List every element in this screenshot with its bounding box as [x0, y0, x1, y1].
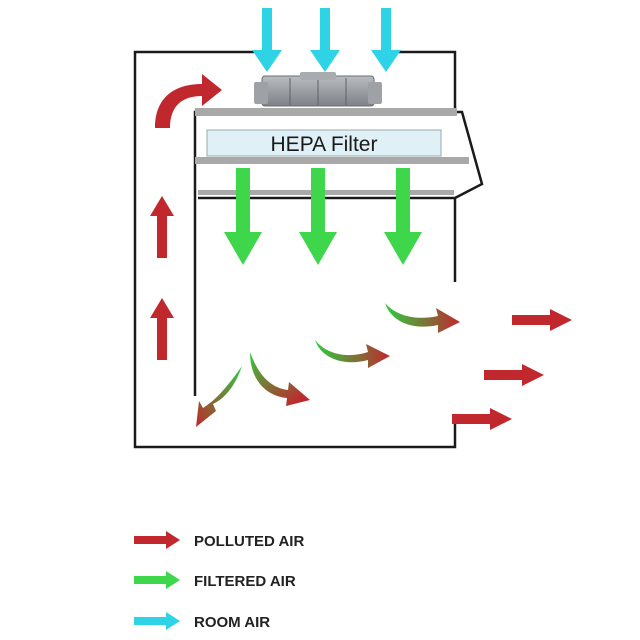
hepa-filter-label: HEPA Filter	[271, 133, 378, 156]
filtered-air-arrow-3	[384, 168, 422, 265]
top-plate	[195, 108, 457, 116]
mixed-air-arrows	[196, 303, 460, 427]
filtered-air-arrow-2	[299, 168, 337, 265]
red-arrow-icon	[134, 531, 180, 549]
polluted-air-exit-arrow-2	[484, 364, 544, 386]
filtered-air-arrows	[224, 168, 422, 265]
middle-plate	[195, 157, 469, 164]
room-air-arrows	[252, 8, 401, 72]
hepa-filter: HEPA Filter	[206, 129, 442, 157]
bottom-plate	[198, 190, 454, 195]
polluted-air-curved-arrow	[155, 74, 222, 128]
cyan-arrow-icon	[134, 612, 180, 630]
polluted-air-exit-arrows	[452, 309, 572, 430]
legend-item-filtered: FILTERED AIR	[134, 571, 296, 590]
mixed-air-arrow-3	[250, 352, 310, 406]
legend-item-room: ROOM AIR	[134, 612, 270, 631]
legend-label-polluted: POLLUTED AIR	[194, 533, 304, 550]
mixed-air-arrow-4	[196, 366, 242, 427]
room-air-arrow-2	[310, 8, 340, 72]
polluted-air-exit-arrow-3	[452, 408, 512, 430]
green-arrow-icon	[134, 571, 180, 589]
legend-label-filtered: FILTERED AIR	[194, 573, 296, 590]
legend: POLLUTED AIR FILTERED AIR ROOM AIR	[134, 531, 304, 631]
mixed-air-arrow-2	[315, 340, 390, 368]
legend-label-room: ROOM AIR	[194, 614, 270, 631]
polluted-air-duct-arrows	[150, 74, 222, 360]
fan-unit	[254, 72, 382, 107]
legend-item-polluted: POLLUTED AIR	[134, 531, 304, 550]
room-air-arrow-1	[252, 8, 282, 72]
room-air-arrow-3	[371, 8, 401, 72]
mixed-air-arrow-1	[385, 303, 460, 333]
polluted-air-up-arrow-1	[150, 298, 174, 360]
polluted-air-up-arrow-2	[150, 196, 174, 258]
polluted-air-exit-arrow-1	[512, 309, 572, 331]
filtered-air-arrow-1	[224, 168, 262, 265]
